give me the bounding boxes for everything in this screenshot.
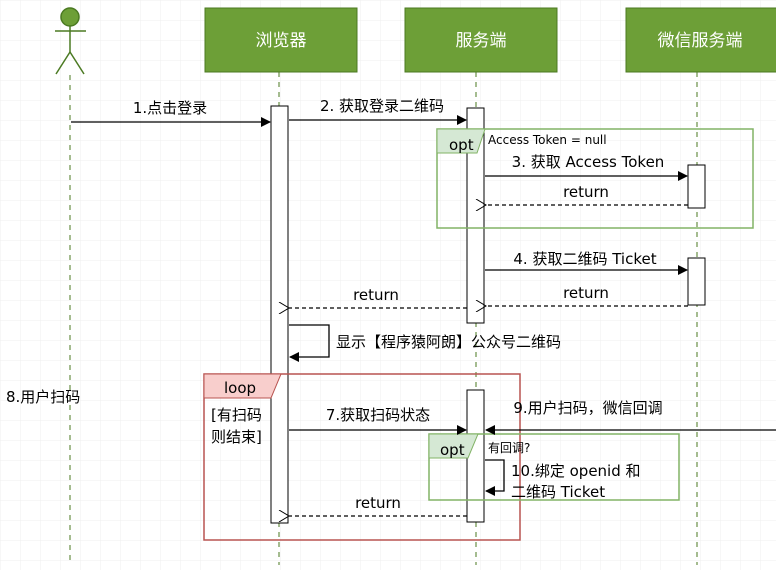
actor-user[interactable] [55, 7, 86, 75]
message-9-label: 9.用户扫码，微信回调 [513, 399, 662, 417]
activation-server-1 [466, 107, 485, 324]
message-3-label: 3. 获取 Access Token [512, 153, 665, 171]
loop-condition-2: 则结束] [211, 428, 262, 446]
opt-1-label: opt [449, 136, 474, 154]
activation-server-2 [466, 389, 485, 523]
participant-server[interactable]: 服务端 [404, 7, 558, 73]
return-4-label: return [563, 284, 609, 302]
return-3-label: return [563, 183, 609, 201]
message-8-label: 8.用户扫码 [6, 388, 80, 406]
message-1-label: 1.点击登录 [133, 99, 207, 117]
fragment-loop: loop [有扫码 则结束] [203, 373, 521, 541]
fragment-opt-1: opt Access Token = null [436, 128, 754, 229]
message-7-label: 7.获取扫码状态 [326, 406, 430, 424]
return-2-label: return [353, 286, 399, 304]
opt-1-condition: Access Token = null [488, 133, 607, 147]
participant-wechat-label: 微信服务端 [658, 31, 743, 51]
message-2-label: 2. 获取登录二维码 [320, 97, 444, 115]
return-7-label: return [355, 494, 401, 512]
opt-2-condition: 有回调? [488, 441, 530, 455]
participant-browser-label: 浏览器 [256, 31, 307, 51]
self-message-arrow [289, 324, 330, 362]
opt-2-label: opt [440, 441, 465, 459]
activation-wechat-1 [687, 164, 706, 209]
self-message-label: 显示【程序猿阿朗】公众号二维码 [336, 333, 561, 351]
message-10-arrow [485, 459, 505, 496]
activation-browser [270, 105, 289, 524]
message-10-label-1: 10.绑定 openid 和 [511, 462, 641, 480]
activation-wechat-2 [687, 257, 706, 306]
message-10-label-2: 二维码 Ticket [511, 483, 605, 501]
loop-label: loop [224, 379, 256, 397]
message-4-label: 4. 获取二维码 Ticket [513, 250, 656, 268]
loop-condition-1: [有扫码 [211, 406, 262, 424]
participant-wechat[interactable]: 微信服务端 [625, 7, 776, 73]
participant-browser[interactable]: 浏览器 [204, 7, 358, 73]
participant-server-label: 服务端 [456, 31, 507, 51]
